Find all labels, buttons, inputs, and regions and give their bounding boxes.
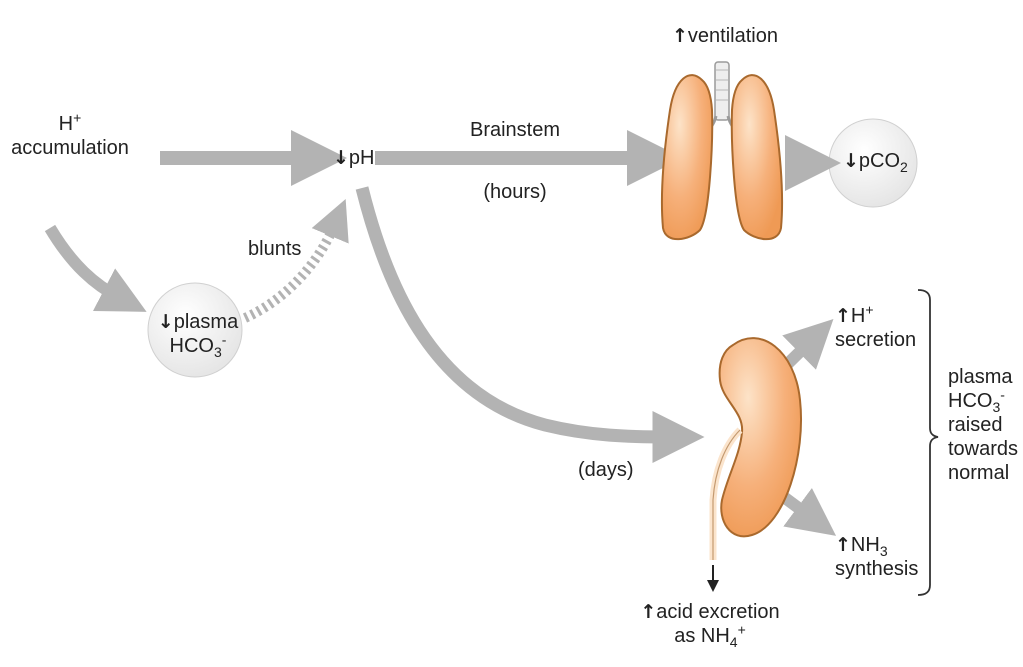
down-arrow-icon: ↓ <box>843 150 859 172</box>
edge-accumulation-to-plasma-hco3 <box>50 228 120 298</box>
h-secretion-label: ↑H+ secretion <box>835 304 916 352</box>
bracket-note-label: plasma HCO3- raised towards normal <box>948 365 1018 485</box>
down-arrow-icon: ↓ <box>333 147 349 169</box>
ph-label: ↓pH <box>333 146 375 170</box>
kidney-icon <box>707 338 801 592</box>
pco2-label: ↓pCO2 <box>843 149 908 173</box>
nh3-synthesis-label: ↑NH3 synthesis <box>835 533 918 581</box>
edge-ph-to-kidney <box>362 188 672 437</box>
up-arrow-icon: ↑ <box>672 25 688 47</box>
h-accumulation-label: H+ accumulation <box>10 112 130 160</box>
plasma-hco3-label: ↓plasma HCO3- <box>150 310 246 358</box>
acid-excretion-label: ↑acid excretion as NH4+ <box>630 600 790 648</box>
edge-label-hours: (hours) <box>455 180 575 204</box>
up-arrow-icon: ↑ <box>640 601 656 623</box>
bracket <box>918 290 938 595</box>
lungs-icon <box>662 62 782 239</box>
edge-label-days: (days) <box>578 458 634 482</box>
down-arrow-icon: ↓ <box>158 311 174 333</box>
up-arrow-icon: ↑ <box>835 305 851 327</box>
up-arrow-icon: ↑ <box>835 534 851 556</box>
edge-label-blunts: blunts <box>248 237 301 261</box>
ventilation-label: ↑ventilation <box>672 24 778 48</box>
edge-label-brainstem: Brainstem <box>455 118 575 142</box>
